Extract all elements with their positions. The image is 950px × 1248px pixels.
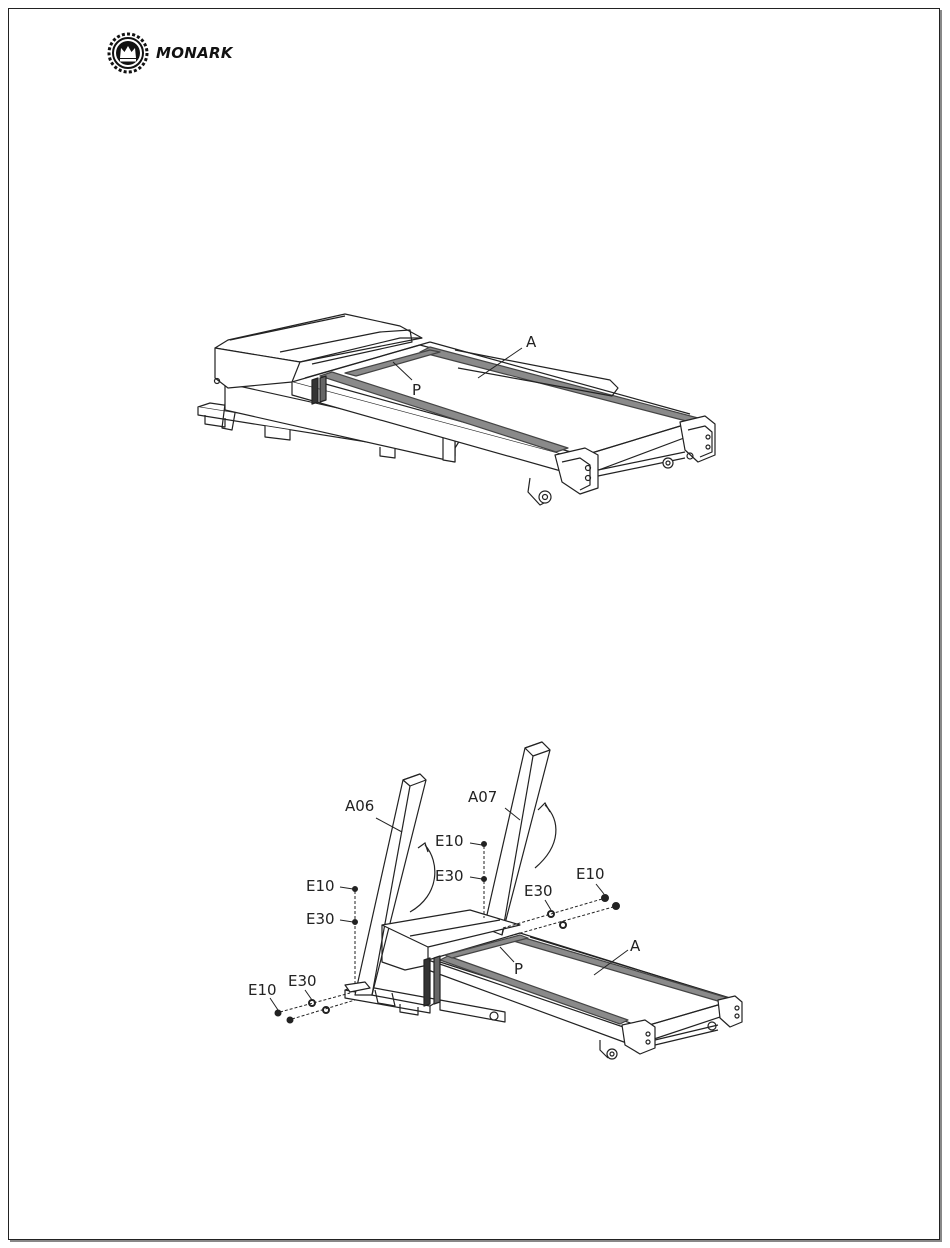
label-fig1-p: P: [412, 381, 421, 399]
label-e10-left-upper: E10: [306, 877, 335, 895]
label-a06: A06: [345, 797, 374, 815]
label-e10-right: E10: [576, 865, 605, 883]
label-e30-left-upper: E30: [306, 910, 335, 928]
label-fig2-p: P: [514, 960, 523, 978]
label-e10-left-lower: E10: [248, 981, 277, 999]
figure-1-treadmill-base: [198, 314, 715, 505]
label-fig2-a: A: [630, 937, 641, 955]
label-e30-left-lower: E30: [288, 972, 317, 990]
label-e30-right: E30: [524, 882, 553, 900]
label-e10-top: E10: [435, 832, 464, 850]
figure-2-treadmill-assembly: [345, 742, 742, 1059]
label-a07: A07: [468, 788, 497, 806]
label-e30-top: E30: [435, 867, 464, 885]
label-fig1-a: A: [526, 333, 537, 351]
